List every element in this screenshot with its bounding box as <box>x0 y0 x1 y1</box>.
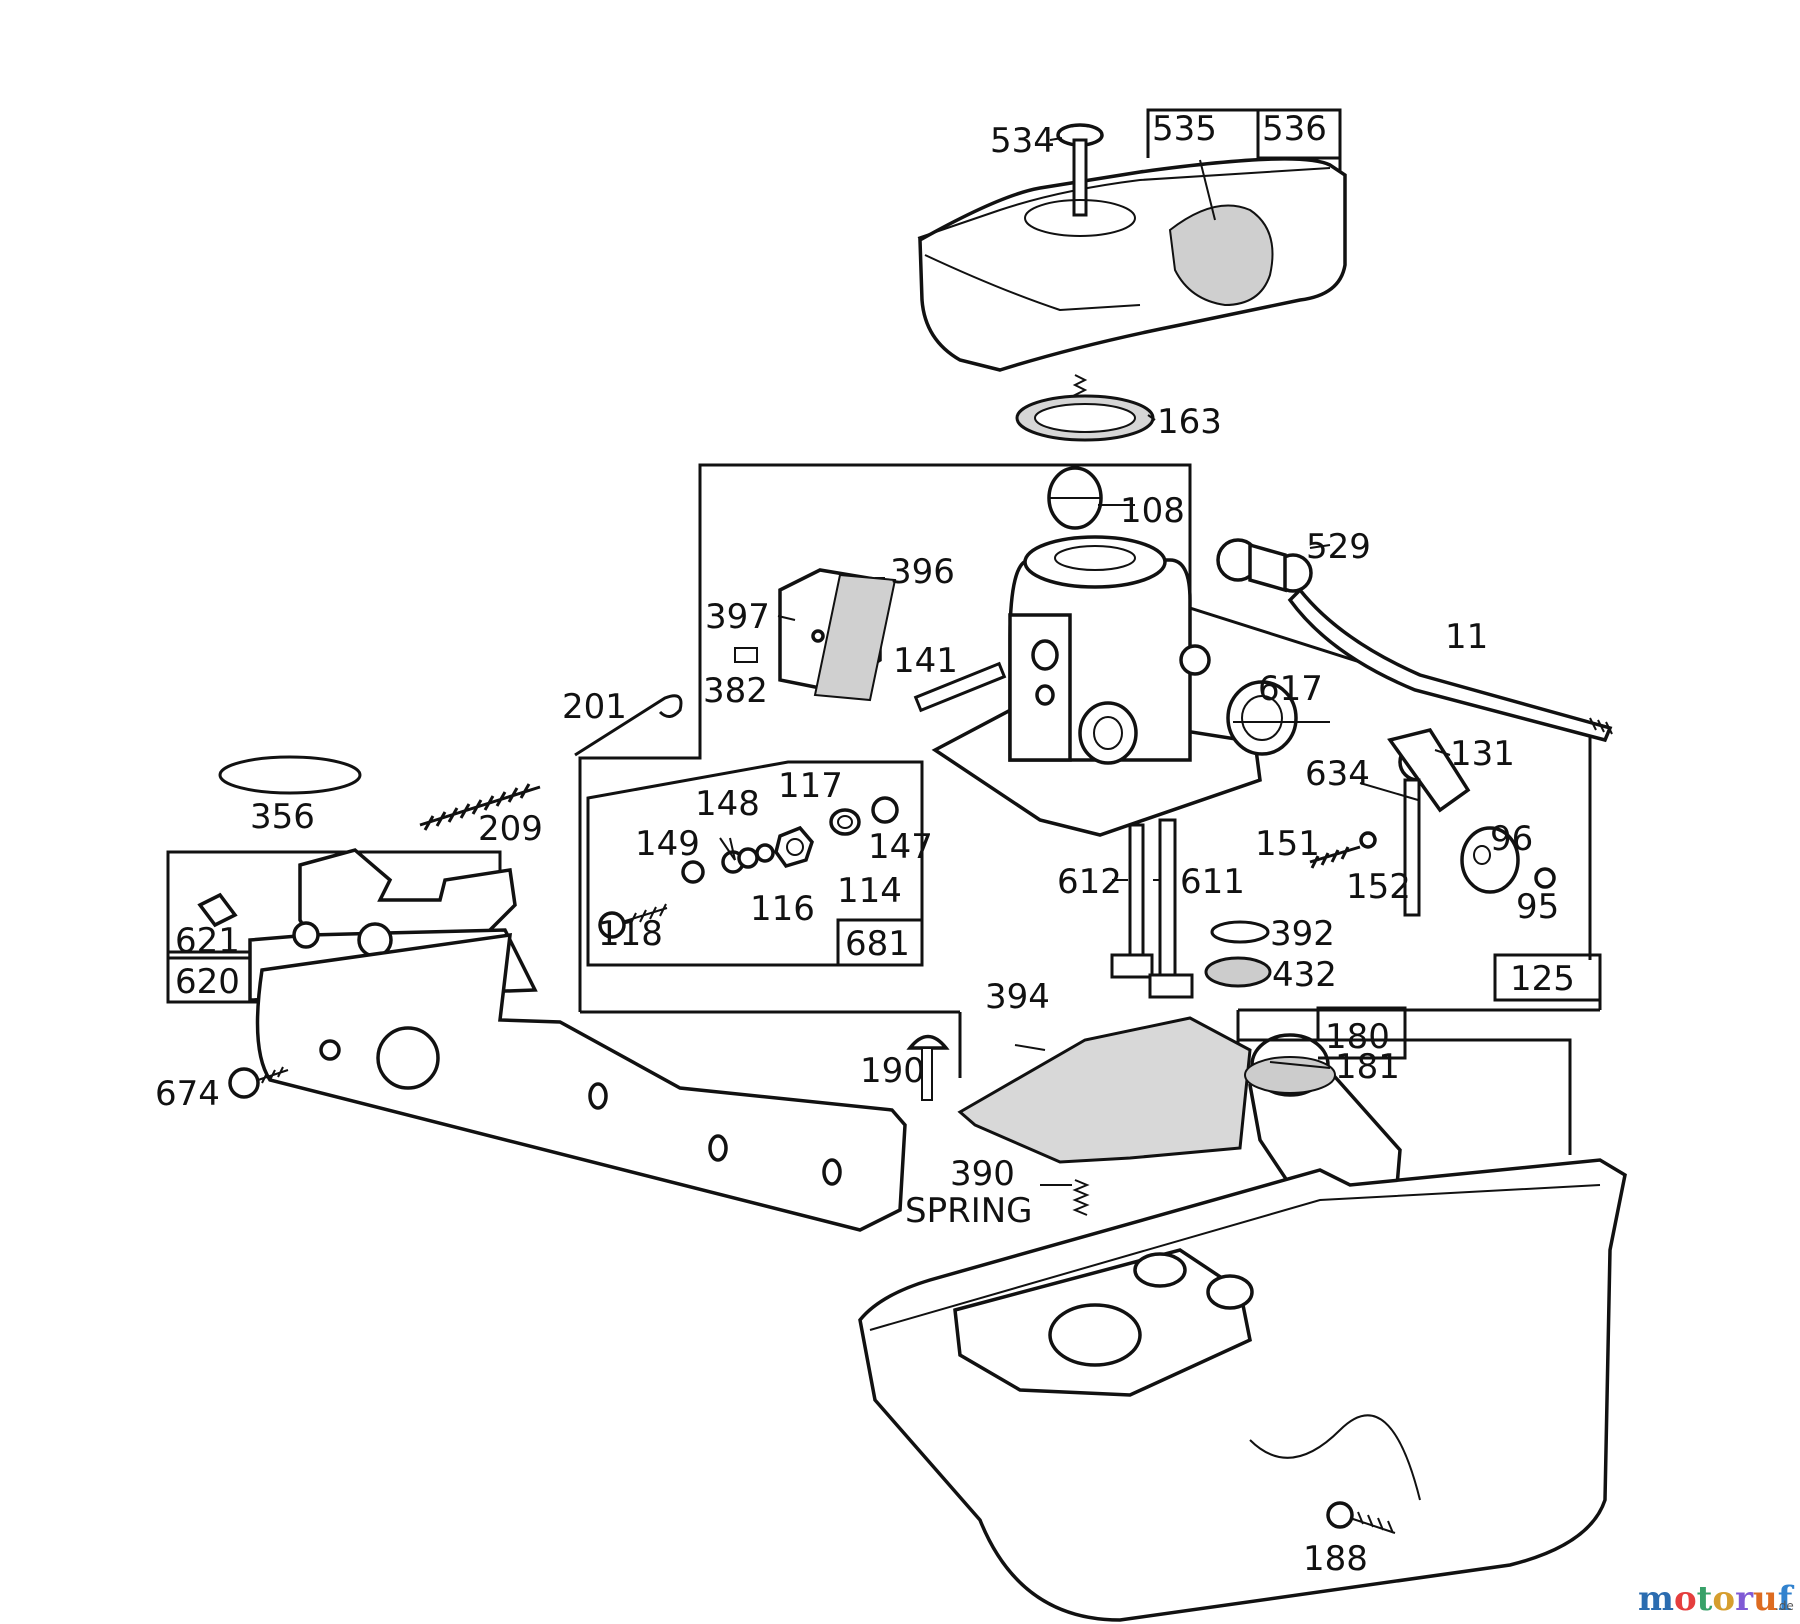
label-96: 96 <box>1490 819 1533 859</box>
screw-190 <box>906 1034 950 1101</box>
screw-151-152 <box>1309 831 1377 869</box>
label-114: 114 <box>837 871 902 911</box>
label-spring: SPRING <box>905 1191 1033 1231</box>
label-356: 356 <box>250 797 315 837</box>
label-117: 117 <box>778 766 843 806</box>
label-392: 392 <box>1270 914 1335 954</box>
label-152: 152 <box>1346 867 1411 907</box>
label-95: 95 <box>1516 887 1559 927</box>
label-611: 611 <box>1180 862 1245 902</box>
watermark-logo: motoruf .de <box>1638 1579 1795 1619</box>
label-674: 674 <box>155 1074 220 1114</box>
label-163: 163 <box>1157 402 1222 442</box>
label-612: 612 <box>1057 862 1122 902</box>
label-108: 108 <box>1120 491 1185 531</box>
fuel-elbow-and-tube <box>1216 538 1613 743</box>
pin-141 <box>913 661 1007 713</box>
label-529: 529 <box>1306 527 1371 567</box>
screw-188 <box>1326 1501 1396 1534</box>
label-201: 201 <box>562 687 627 727</box>
gasket-394 <box>957 1016 1252 1164</box>
label-621: 621 <box>175 921 240 961</box>
label-151: 151 <box>1255 824 1320 864</box>
label-634: 634 <box>1305 754 1370 794</box>
spring-390 <box>1072 1179 1090 1216</box>
label-125: 125 <box>1510 959 1575 999</box>
label-190: 190 <box>860 1051 925 1091</box>
label-390: 390 <box>950 1154 1015 1194</box>
air-cleaner-assembly <box>917 108 1347 442</box>
filter-block <box>734 568 897 702</box>
label-149: 149 <box>635 824 700 864</box>
svg-text:.de: .de <box>1775 1599 1794 1613</box>
label-11: 11 <box>1445 617 1488 657</box>
repair-kit-681 <box>586 760 924 967</box>
label-147: 147 <box>868 827 933 867</box>
label-181: 181 <box>1335 1047 1400 1087</box>
label-148: 148 <box>695 784 760 824</box>
throttle-plate-96 <box>1460 826 1556 894</box>
label-131: 131 <box>1450 734 1515 774</box>
leader-lines <box>719 137 1451 1186</box>
fuel-tank-180 <box>858 1006 1627 1622</box>
label-681: 681 <box>845 924 910 964</box>
label-141: 141 <box>893 641 958 681</box>
bolt-674 <box>228 1066 289 1099</box>
label-382: 382 <box>703 671 768 711</box>
label-534: 534 <box>990 121 1055 161</box>
label-396: 396 <box>890 552 955 592</box>
carburetor-body <box>931 466 1298 837</box>
bolts-611-612 <box>1110 818 1194 999</box>
control-panel <box>255 932 907 1232</box>
label-394: 394 <box>985 977 1050 1017</box>
label-180: 180 <box>1325 1017 1390 1057</box>
label-209: 209 <box>478 809 543 849</box>
label-116: 116 <box>750 889 815 929</box>
label-188: 188 <box>1303 1539 1368 1579</box>
label-118: 118 <box>598 914 663 954</box>
label-535: 535 <box>1152 109 1217 149</box>
spring-356-209 <box>218 755 541 831</box>
seal-432 <box>1204 956 1272 988</box>
part-labels: 534 535 536 163 108 529 396 397 11 141 2… <box>155 109 1575 1579</box>
svg-text:motoruf: motoruf <box>1638 1579 1795 1619</box>
label-397: 397 <box>705 597 770 637</box>
label-432: 432 <box>1272 955 1337 995</box>
seal-392 <box>1210 920 1270 944</box>
label-617: 617 <box>1258 669 1323 709</box>
label-620: 620 <box>175 962 240 1002</box>
link-201 <box>574 694 683 757</box>
label-536: 536 <box>1262 109 1327 149</box>
throttle-lever <box>1387 727 1471 917</box>
